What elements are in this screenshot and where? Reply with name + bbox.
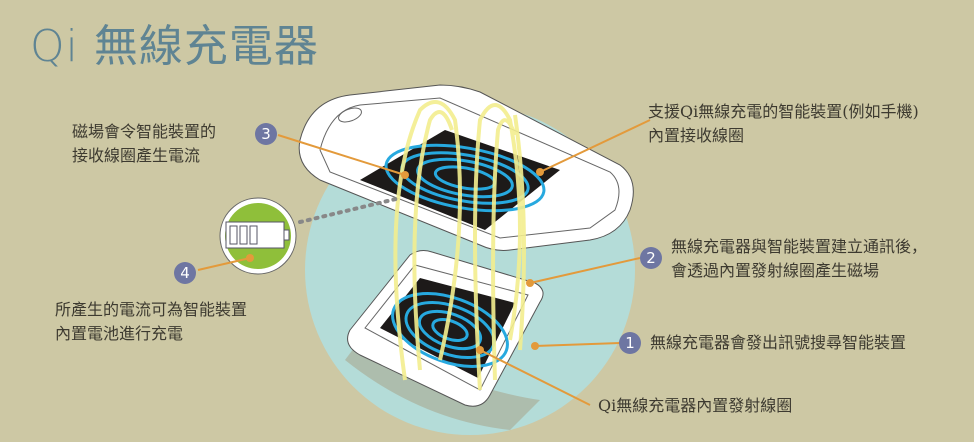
battery-icon — [219, 197, 297, 275]
step-2-text: 無線充電器與智能裝置建立通訊後， 會透過內置發射線圈產生磁場 — [671, 235, 927, 283]
transmitter-annotation: Qi無線充電器內置發射線圈 — [598, 396, 793, 415]
step-2-line-2: 會透過內置發射線圈產生磁場 — [671, 261, 880, 280]
step-3-text: 磁場會令智能裝置的 接收線圈產生電流 — [72, 120, 216, 168]
step-3-line-2: 接收線圈產生電流 — [72, 146, 201, 165]
receiver-annotation: 支援Qi無線充電的智能裝置(例如手機) 內置接收線圈 — [648, 100, 919, 148]
step-3-badge: 3 — [255, 123, 277, 145]
step-4-line-1: 所產生的電流可為智能裝置 — [55, 300, 248, 319]
step-1-text: 無線充電器會發出訊號搜尋智能裝置 — [650, 331, 906, 355]
step-4-text: 所產生的電流可為智能裝置 內置電池進行充電 — [55, 298, 247, 346]
step-4-badge: 4 — [174, 262, 196, 284]
step-2-badge: 2 — [640, 247, 662, 269]
step-4-line-2: 內置電池進行充電 — [55, 324, 184, 343]
receiver-line-1: 支援Qi無線充電的智能裝置(例如手機) — [648, 102, 919, 121]
step-1-badge: 1 — [619, 332, 641, 354]
page-title: Qi 無線充電器 — [30, 21, 319, 72]
step-1-line-1: 無線充電器會發出訊號搜尋智能裝置 — [650, 333, 907, 352]
magnetic-field-icon — [393, 100, 526, 391]
receiver-line-2: 內置接收線圈 — [648, 126, 745, 145]
step-2-line-1: 無線充電器與智能裝置建立通訊後， — [671, 237, 928, 256]
step-3-line-1: 磁場會令智能裝置的 — [72, 122, 217, 141]
